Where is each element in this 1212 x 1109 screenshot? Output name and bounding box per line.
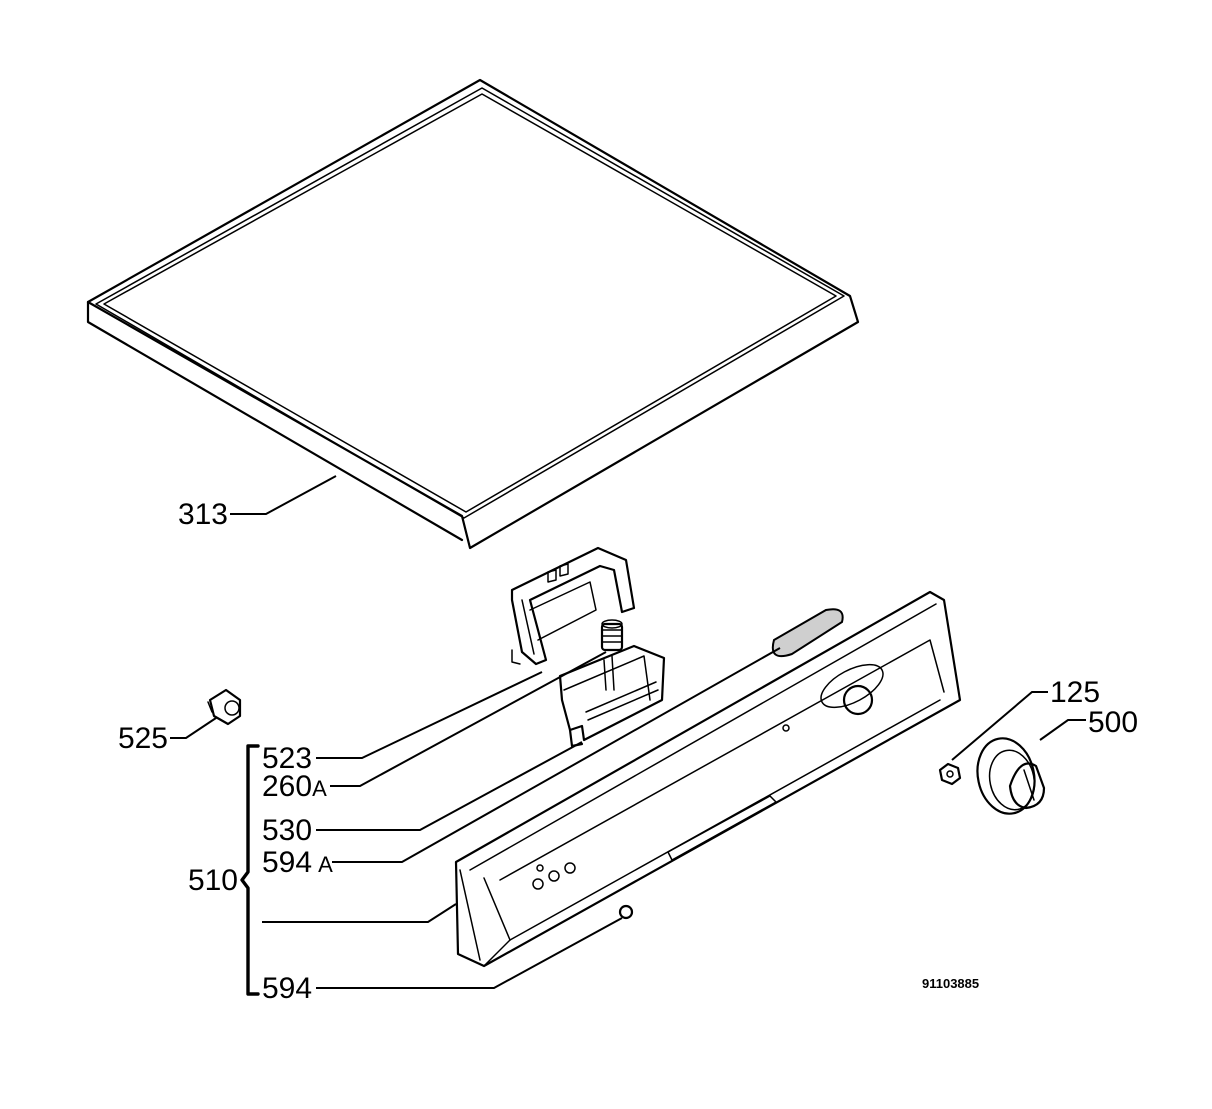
label-260a-suffix: A bbox=[312, 776, 327, 801]
drawing-code: 91103885 bbox=[922, 976, 979, 991]
main-knob-part bbox=[976, 737, 1046, 815]
label-510: 510 bbox=[188, 864, 238, 897]
lower-bracket-part bbox=[558, 644, 666, 748]
nut-part bbox=[938, 762, 962, 786]
top-cover-part bbox=[86, 78, 860, 550]
label-525: 525 bbox=[118, 722, 168, 755]
leader-lines bbox=[170, 475, 1086, 989]
group-510-bracket bbox=[240, 744, 260, 996]
small-knob-part bbox=[207, 688, 242, 726]
label-313: 313 bbox=[178, 498, 228, 531]
label-125: 125 bbox=[1050, 676, 1100, 709]
control-panel-part bbox=[454, 590, 962, 968]
upper-bracket-part bbox=[510, 546, 636, 666]
label-594a-suffix: A bbox=[318, 852, 333, 877]
label-260a-number: 260 bbox=[262, 770, 312, 803]
spring-part bbox=[600, 619, 624, 652]
label-594: 594 bbox=[262, 972, 312, 1005]
label-260a: 260A bbox=[262, 770, 327, 803]
label-594a-number: 594 bbox=[262, 846, 312, 879]
label-523: 523 bbox=[262, 742, 312, 775]
button-part bbox=[618, 904, 634, 920]
label-500: 500 bbox=[1088, 706, 1138, 739]
label-530: 530 bbox=[262, 814, 312, 847]
